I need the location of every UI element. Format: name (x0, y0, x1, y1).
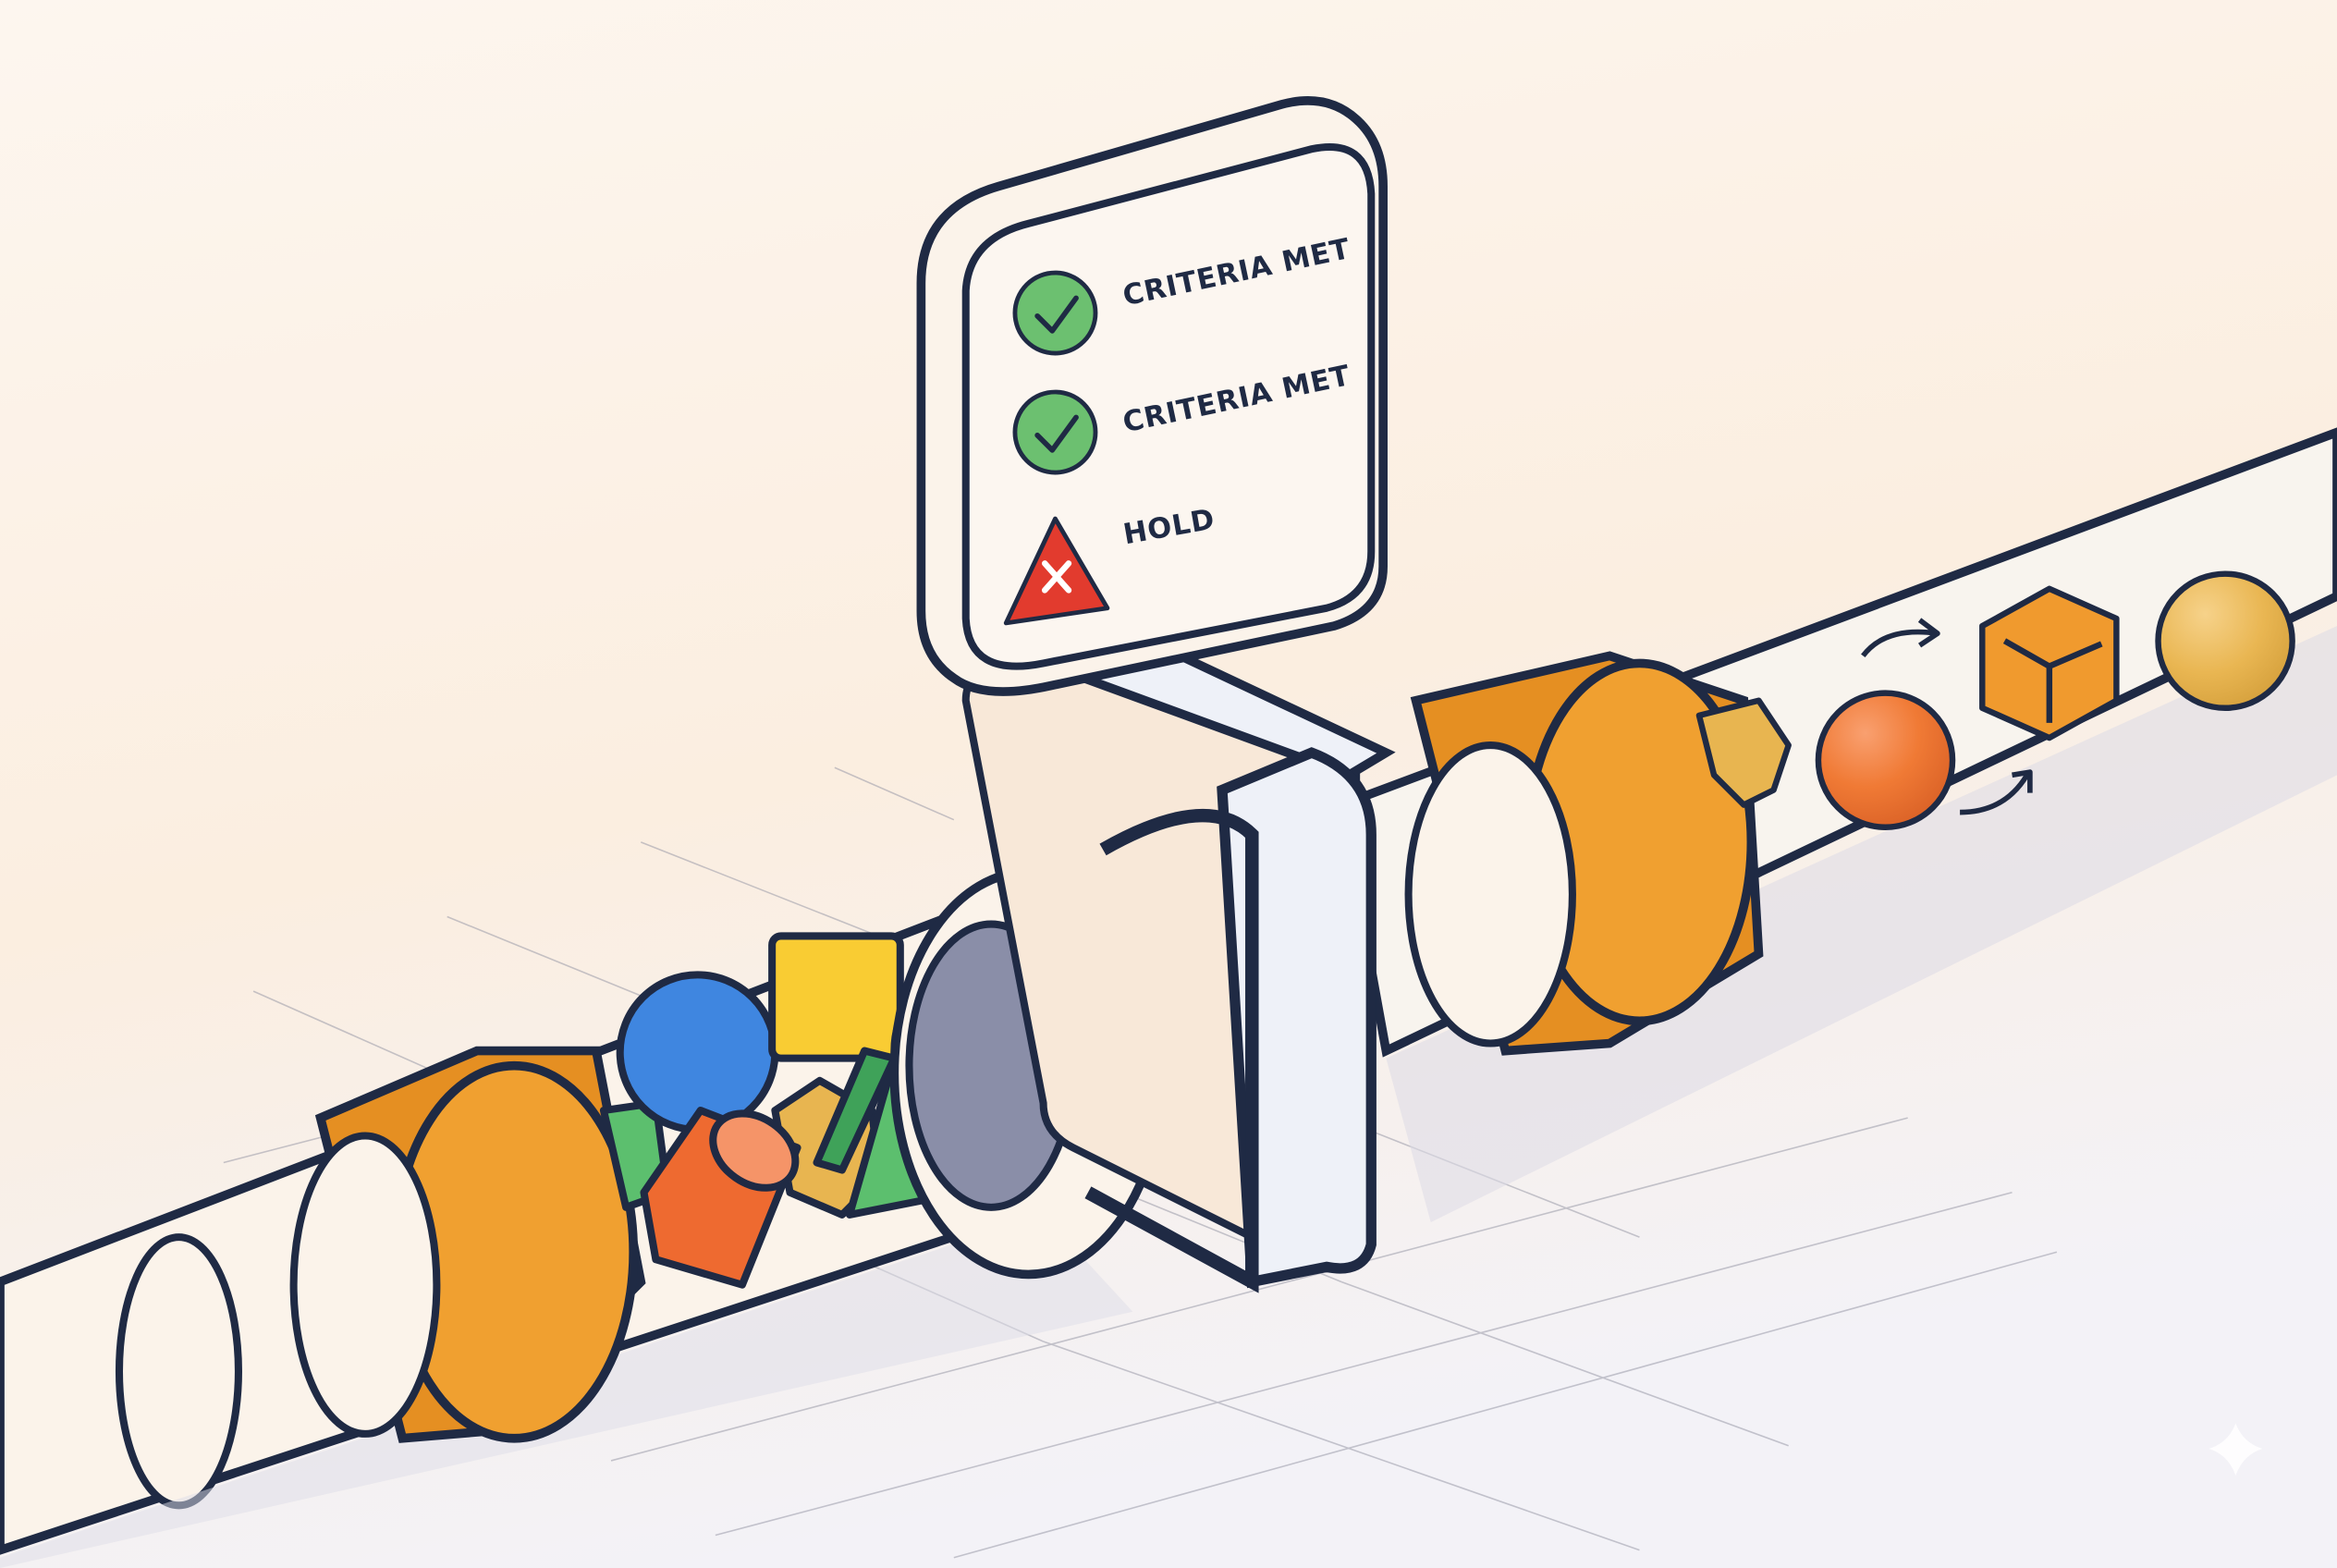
sparkle-icon (2209, 1423, 2263, 1476)
outgoing-shapes (1695, 570, 2295, 830)
arrow-icon (1960, 773, 2030, 815)
arrow-icon (1861, 629, 1939, 658)
check-circle-icon (1012, 270, 1098, 356)
warning-x-triangle-icon (1003, 516, 1110, 626)
inlet-ring (289, 1046, 646, 1443)
check-circle-icon (1012, 389, 1098, 475)
cube-orange (1979, 585, 2120, 741)
cylinder-red (640, 1107, 801, 1289)
outlet-ring (1404, 651, 1764, 1056)
